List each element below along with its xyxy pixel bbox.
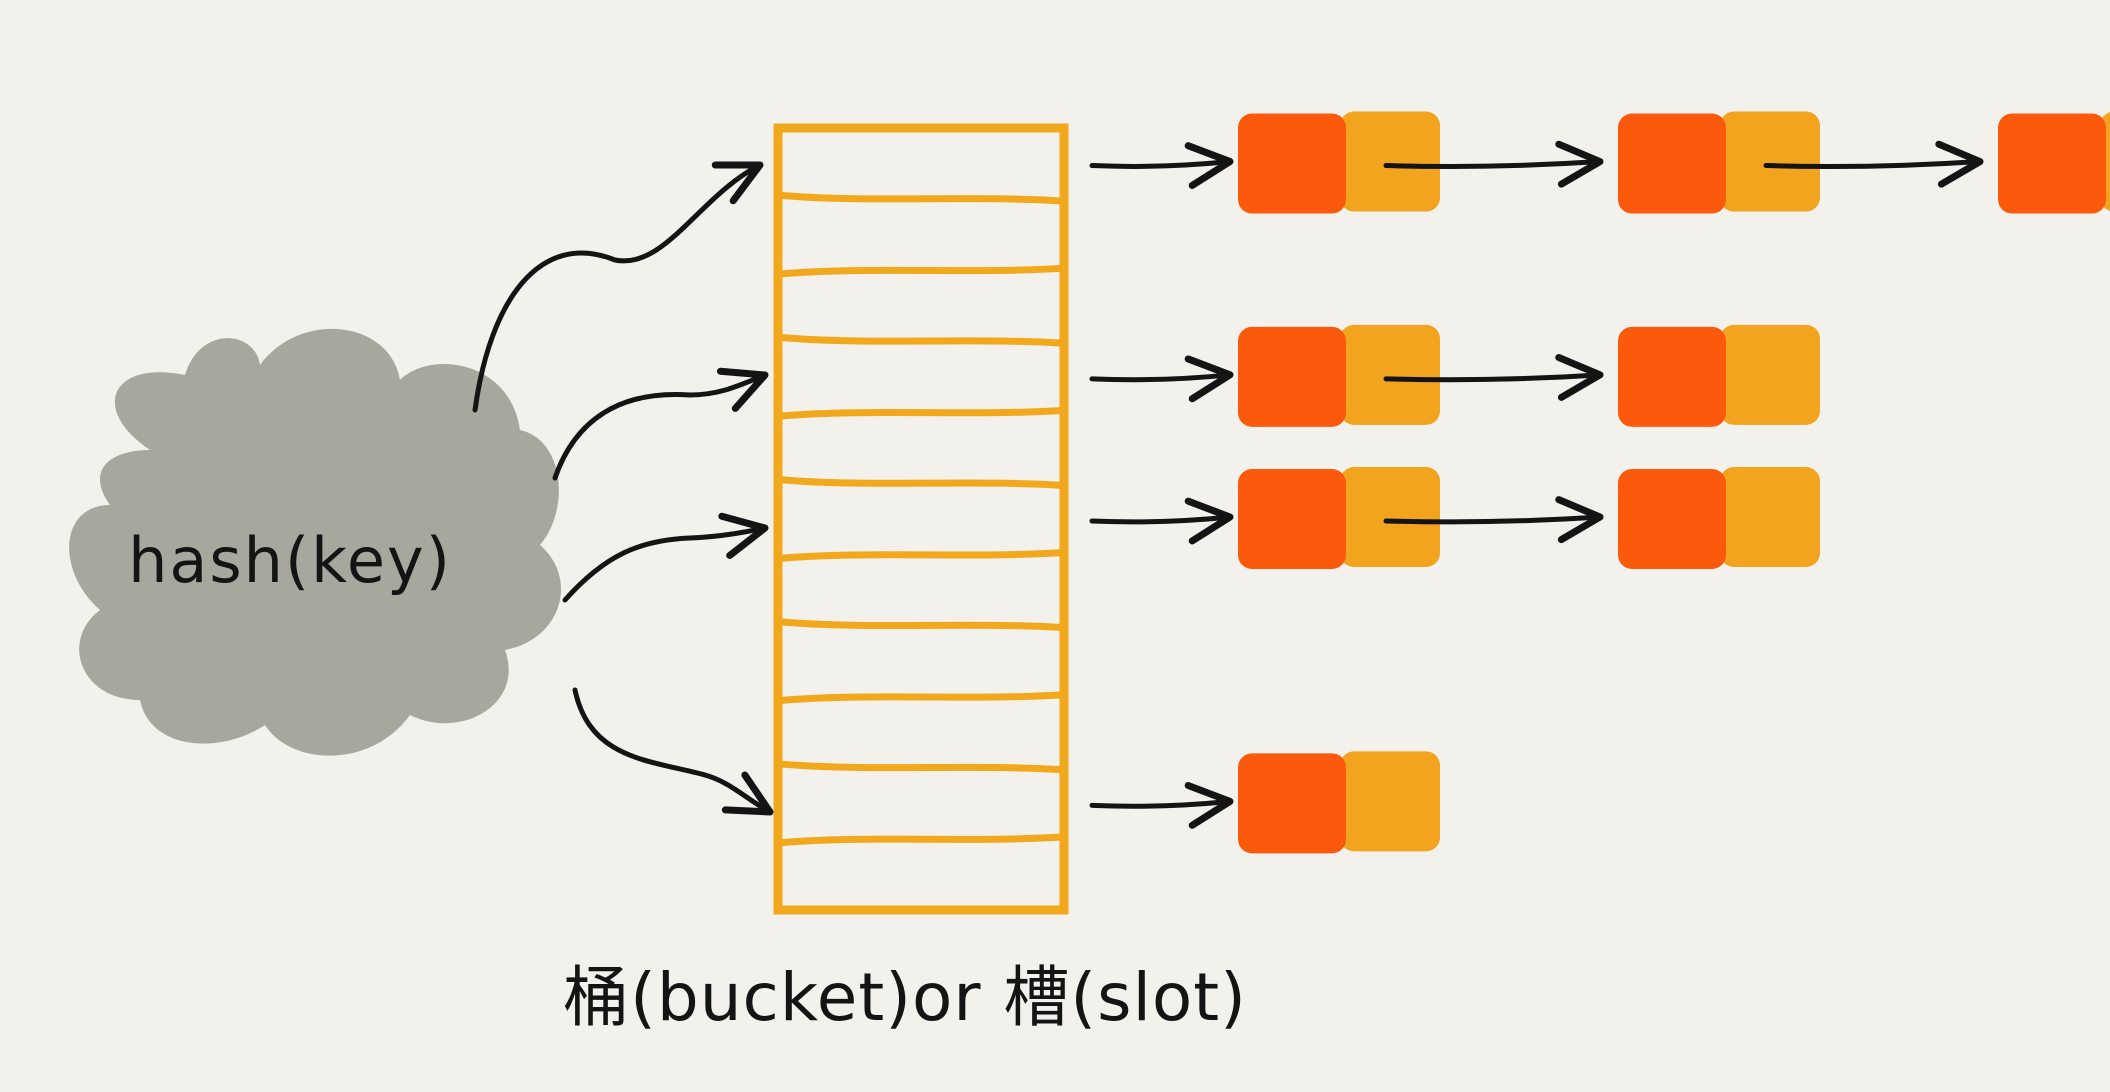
chain-node: [1618, 111, 1820, 214]
hash-arrow-to-slot-5: [562, 512, 769, 603]
bucket-array: [773, 123, 1069, 915]
chain-node: [1238, 751, 1440, 854]
bucket-slot-divider: [774, 333, 1068, 347]
hash-arrow-to-slot-9: [572, 687, 774, 816]
node-to-node-arrow: [1763, 140, 1984, 188]
slot-to-node-arrow: [1089, 142, 1234, 189]
node-key-block: [1618, 469, 1726, 569]
node-value-block: [1340, 111, 1440, 212]
hash-cloud: hash(key): [69, 328, 562, 756]
bucket-slot-divider: [774, 475, 1068, 489]
slot-to-node-arrow: [1089, 782, 1234, 829]
chain-node: [1618, 324, 1820, 427]
hash-arrow-to-slot-0: [472, 161, 764, 413]
cloud-shape: [69, 328, 562, 756]
bucket-slot-divider: [774, 264, 1068, 278]
slot-to-node-arrow: [1089, 497, 1234, 545]
bucket-array-border: [773, 123, 1069, 915]
bucket-slot-divider: [774, 191, 1068, 205]
hash-key-label: hash(key): [128, 524, 452, 597]
node-value-block: [1340, 751, 1440, 852]
chain-node: [1618, 467, 1820, 569]
node-value-block: [1340, 467, 1440, 567]
bucket-slot-divider: [774, 549, 1068, 563]
node-key-block: [1238, 753, 1346, 854]
chain-node: [1238, 467, 1440, 569]
bucket-slot-divider: [774, 691, 1068, 705]
bucket-caption: 桶(bucket)or 槽(slot): [563, 959, 1247, 1036]
chain-node: [1238, 111, 1440, 214]
bucket-slot-divider: [774, 406, 1068, 420]
hash-arrows: [472, 161, 774, 816]
bucket-chains: [1089, 111, 2110, 854]
node-key-block: [1238, 469, 1346, 569]
node-to-node-arrow: [1383, 353, 1604, 401]
node-to-node-arrow: [1383, 496, 1604, 544]
node-value-block: [1720, 324, 1820, 425]
node-key-block: [1998, 113, 2106, 214]
node-key-block: [1238, 113, 1346, 214]
node-value-block: [1720, 111, 1820, 212]
slot-to-node-arrow: [1089, 355, 1234, 403]
bucket-slot-divider: [774, 760, 1068, 774]
node-key-block: [1618, 113, 1726, 214]
chain-node: [1998, 112, 2110, 214]
bucket-slot-divider: [774, 618, 1068, 632]
hash-arrow-to-slot-3: [552, 367, 769, 481]
node-value-block: [1340, 324, 1440, 425]
node-value-block: [1720, 467, 1820, 567]
chain-node: [1238, 324, 1440, 427]
node-key-block: [1238, 326, 1346, 427]
node-to-node-arrow: [1383, 140, 1604, 188]
node-key-block: [1618, 326, 1726, 427]
bucket-slot-divider: [774, 833, 1068, 847]
